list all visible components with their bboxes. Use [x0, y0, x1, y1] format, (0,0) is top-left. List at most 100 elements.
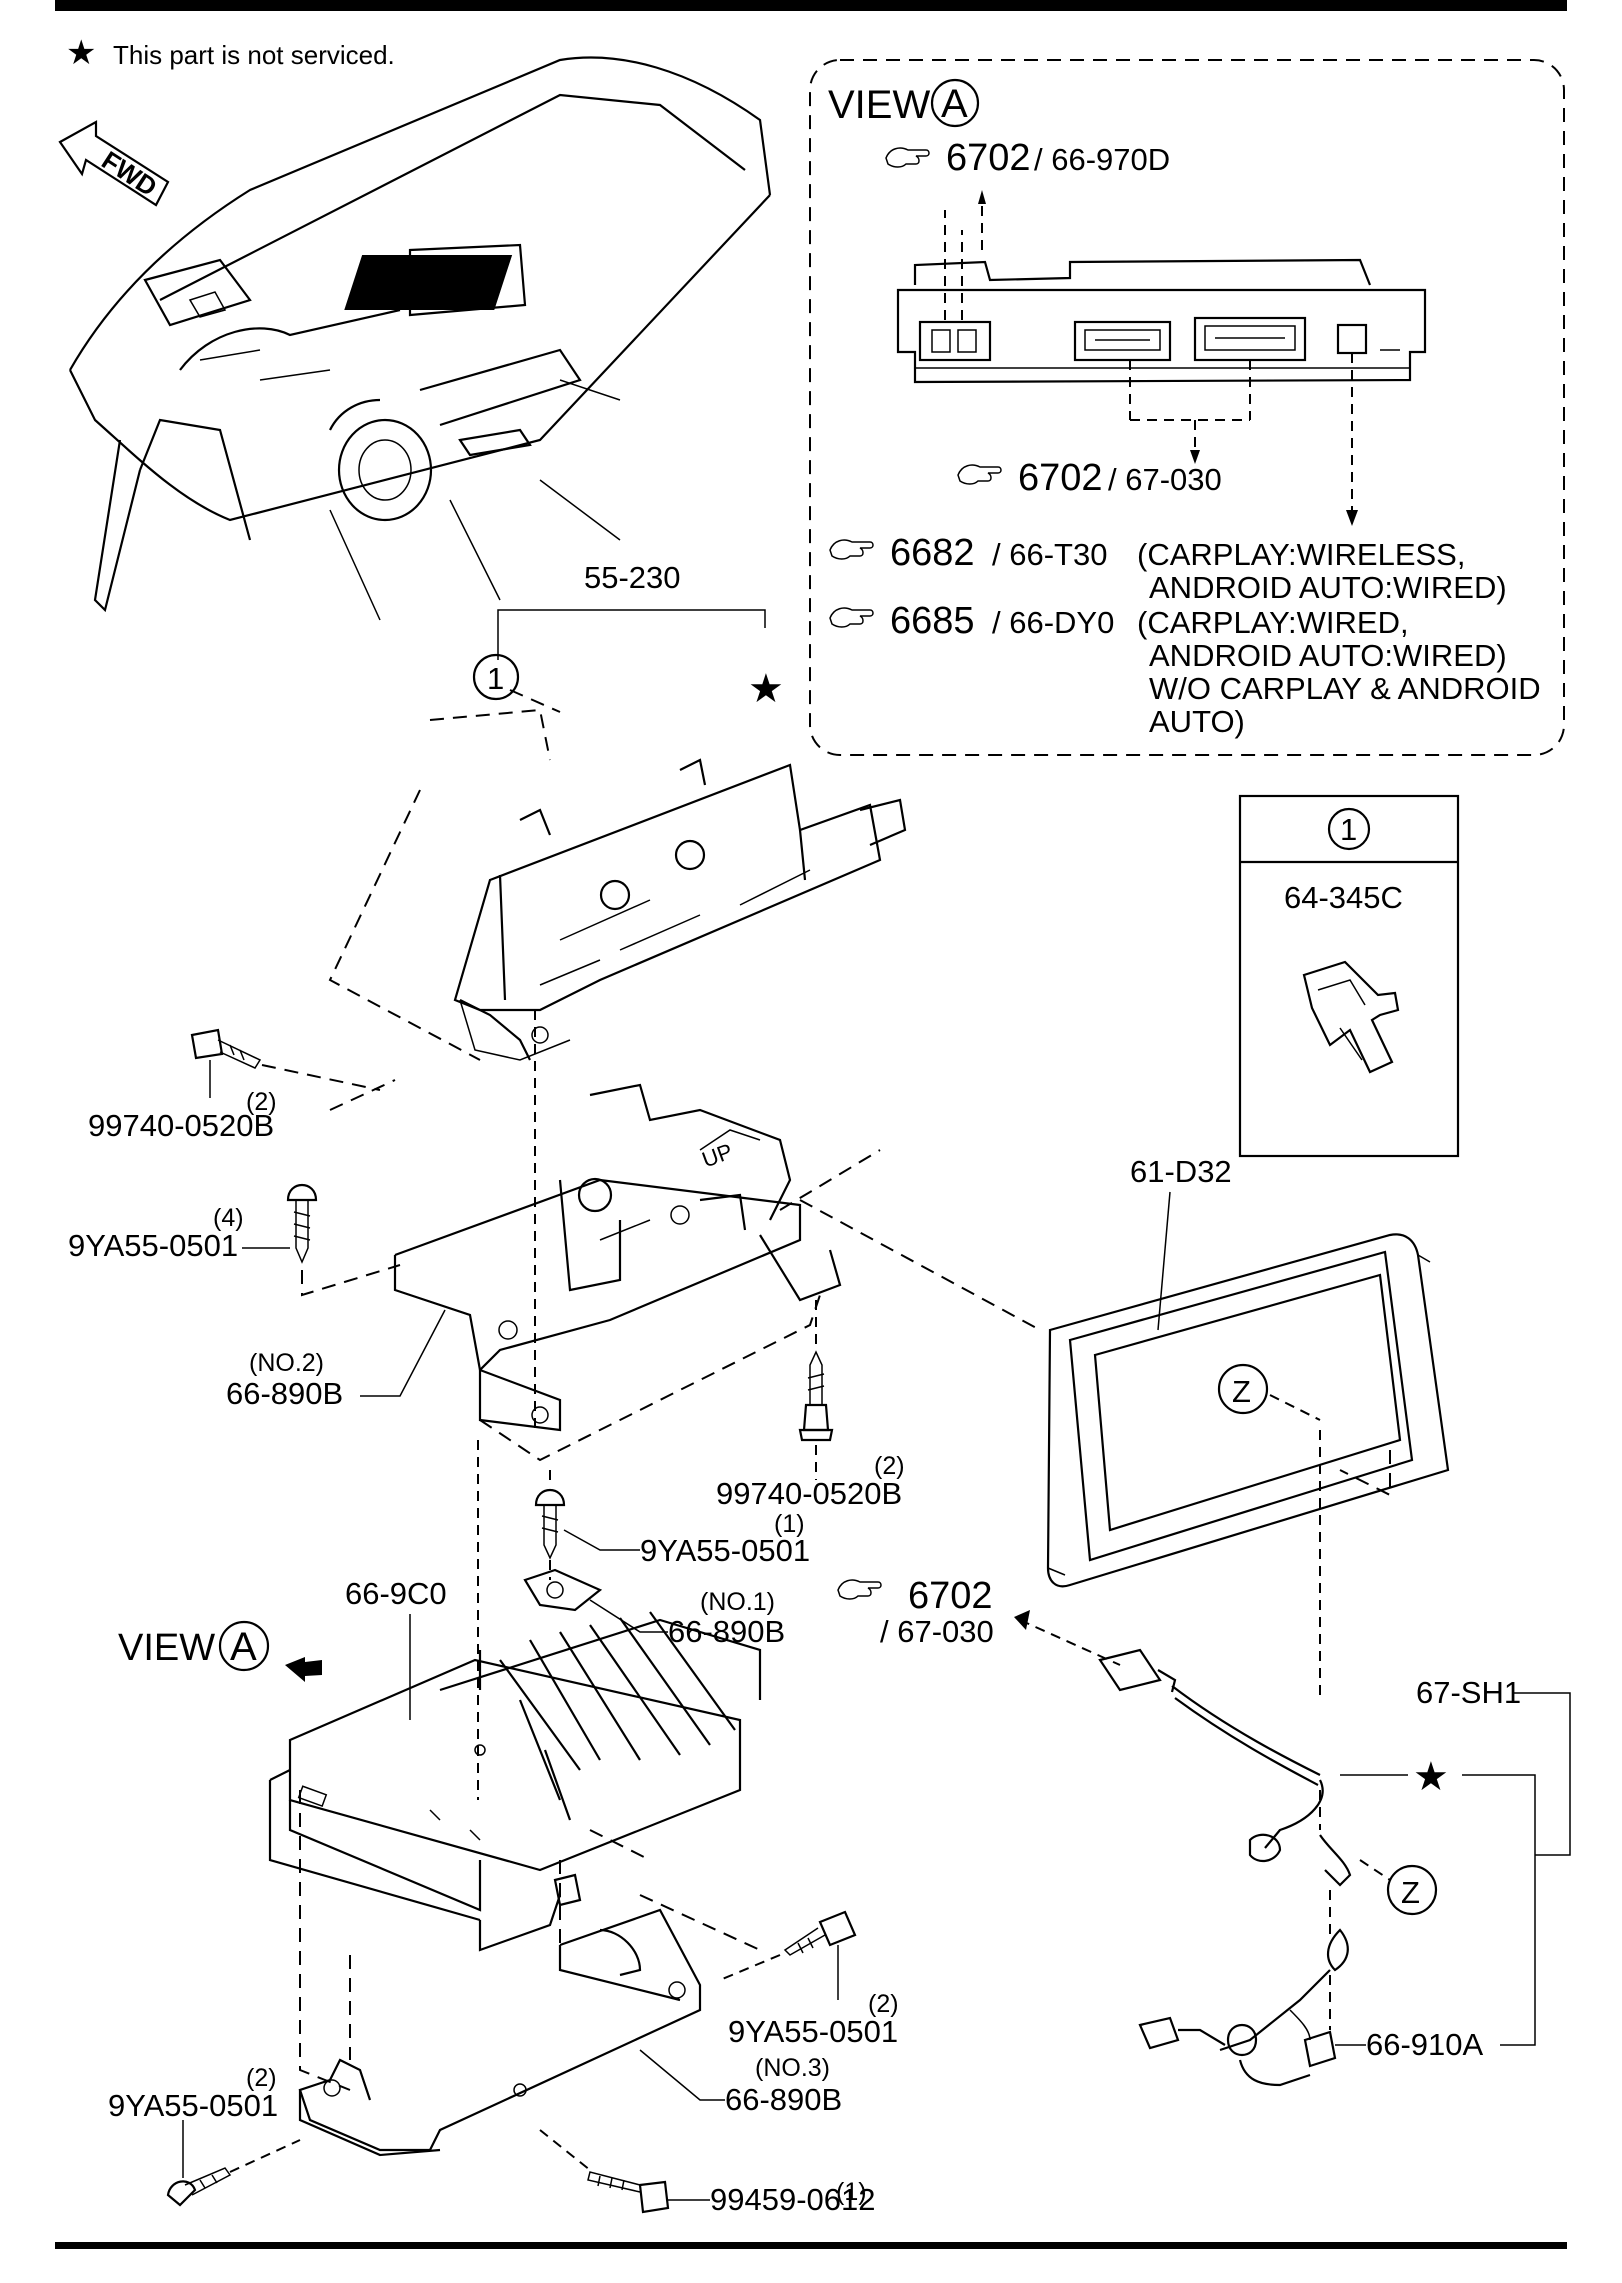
dashed-leader [1319, 1790, 1331, 2030]
fwd-arrow: FWD [58, 120, 170, 207]
ref-code: / 66-DY0 [992, 605, 1114, 640]
dashed-leader [261, 1064, 396, 1111]
dashed-leader [1359, 1859, 1391, 1881]
ref-6682: 6682 / 66-T30 [829, 532, 1107, 574]
callout-z-label: Z [1232, 1374, 1251, 1409]
legend-part-label: 64-345C [1284, 880, 1403, 915]
bolt-9ya55-2b [166, 2167, 232, 2207]
ref-code: / 67-030 [1108, 462, 1222, 497]
no3-label: (NO.3) [755, 2054, 830, 2082]
clip-icon [1302, 960, 1400, 1074]
dashed-leader [539, 2129, 591, 2171]
dashed-leader [1269, 1394, 1321, 1700]
dashed-envelope-screen [799, 1199, 1391, 1497]
ref-6685: 6685 / 66-DY0 [829, 600, 1114, 642]
note-line: ANDROID AUTO:WIRED) [1149, 638, 1507, 673]
callout-z-circle [1217, 1363, 1269, 1415]
label-66-9C0: 66-9C0 [345, 1576, 447, 1611]
screw-9ya55-4 [286, 1184, 318, 1264]
bracket-no2: UP [393, 1083, 842, 1432]
arrow-icon [1014, 1610, 1030, 1630]
view-a-title: VIEW [828, 83, 930, 127]
dashed-envelope-mid [479, 1149, 881, 1462]
note-text: This part is not serviced. [113, 40, 395, 70]
note-line: AUTO) [1149, 704, 1245, 739]
view-a-pointer: VIEW A [118, 1620, 322, 1682]
dashed-leader [301, 1264, 401, 1297]
qty-label: (1) [836, 2178, 867, 2206]
note-line: W/O CARPLAY & ANDROID [1149, 671, 1541, 706]
unit-66-9c0 [268, 1611, 762, 1952]
leader-55-230 [497, 609, 766, 628]
view-letter: A [230, 1625, 257, 1669]
top-rule [55, 0, 1567, 11]
qty-label: (1) [774, 1510, 805, 1538]
callout-1-label: 1 [487, 661, 504, 696]
label-99740-0520B: 99740-0520B [88, 1108, 274, 1143]
view-a-circle [930, 78, 980, 128]
no2-label: (NO.2) [249, 1349, 324, 1377]
display-61-d32 [1046, 1233, 1450, 1588]
view-a-unit [896, 190, 1427, 526]
ref-code: / 66-970D [1034, 142, 1170, 177]
note-line: (CARPLAY:WIRELESS, [1137, 537, 1465, 572]
ref-number: 6702 [908, 1575, 993, 1617]
label-55-230: 55-230 [584, 560, 681, 595]
ref-code: / 67-030 [880, 1614, 994, 1649]
qty-label: (2) [868, 1990, 899, 2018]
bolt-99459 [587, 2171, 670, 2214]
qty-label: (4) [213, 1204, 244, 1232]
leader [1157, 1191, 1171, 1331]
label-99459-0612: 99459-0612 [710, 2182, 876, 2217]
qty-label: (2) [246, 1088, 277, 1116]
qty-label: (2) [246, 2064, 277, 2092]
fwd-label: FWD [96, 145, 162, 202]
ref-6702-b: 6702 / 67-030 [957, 457, 1222, 499]
dashed-leader [229, 2139, 301, 2173]
label-9YA55-0501: 9YA55-0501 [68, 1228, 238, 1263]
arrow-icon [285, 1657, 322, 1682]
dashed-leader [1019, 1619, 1121, 1666]
bolt-99740-a [190, 1028, 262, 1069]
bolt-9ya55-2a [783, 1910, 857, 1956]
bracket-no1 [523, 1568, 603, 1612]
star-icon: ★ [1413, 1755, 1449, 1799]
label-66-890B-no3: 66-890B [725, 2082, 842, 2117]
hand-pointer-icon [957, 464, 1002, 485]
callout-1-circle [472, 653, 520, 701]
ref-6702-a: 6702 / 66-970D [885, 137, 1170, 179]
leader [1340, 1774, 1536, 2046]
leader [1512, 1692, 1571, 1856]
ref-number: 6685 [890, 600, 975, 642]
label-66-910A: 66-910A [1366, 2027, 1484, 2062]
ref-code: / 66-T30 [992, 537, 1107, 572]
dashboard-sketch [69, 56, 772, 621]
hand-pointer-icon [829, 607, 874, 628]
leader [563, 1529, 640, 1551]
ref-number: 6682 [890, 532, 975, 574]
label-9YA55-0501-2a: 9YA55-0501 [728, 2014, 898, 2049]
ref-number: 6702 [1018, 457, 1103, 499]
ref-number: 6702 [946, 137, 1031, 179]
bolt-99740-b [798, 1350, 834, 1442]
view-a-letter: A [941, 82, 968, 126]
hand-pointer-icon [837, 1579, 882, 1600]
view-label: VIEW [118, 1627, 215, 1669]
dashed-guides [477, 1010, 536, 1800]
legend-circle-label: 1 [1340, 812, 1357, 847]
bracket-no3 [298, 1908, 702, 2157]
dashed-envelope-top [328, 689, 561, 1061]
note-line: (CARPLAY:WIRED, [1137, 605, 1409, 640]
callout-z2-label: Z [1401, 1875, 1420, 1910]
hand-pointer-icon [829, 539, 874, 560]
label-99740-0520B-b: 99740-0520B [716, 1476, 902, 1511]
view-a-box [809, 59, 1565, 756]
harness-66-910a [1098, 1648, 1352, 2087]
label-9YA55-0501-2b: 9YA55-0501 [108, 2088, 278, 2123]
dashed-leader [719, 1954, 781, 1981]
leader [360, 1309, 446, 1397]
label-67-SH1: 67-SH1 [1416, 1675, 1521, 1710]
label-66-890B-no1: 66-890B [668, 1614, 785, 1649]
